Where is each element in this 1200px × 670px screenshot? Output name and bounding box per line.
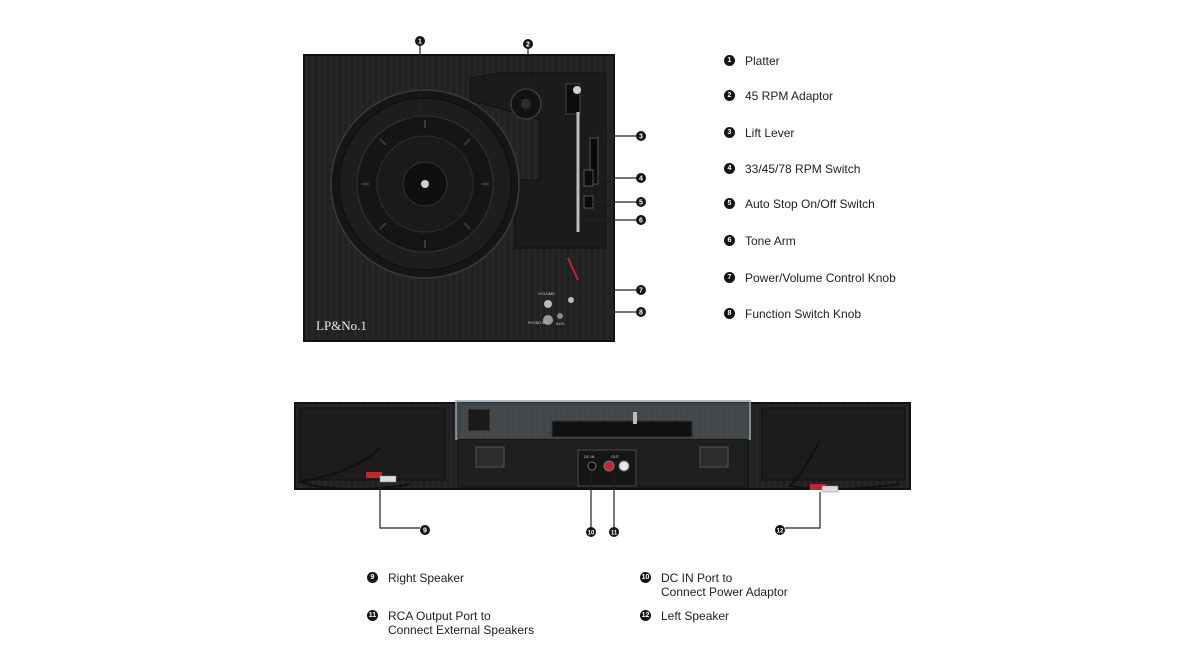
legend-item-45-rpm-adaptor: 2 45 RPM Adaptor: [724, 89, 833, 103]
dc-in-port: [587, 461, 597, 471]
legend-label: Platter: [745, 54, 780, 68]
dc-in-label: DC IN: [584, 455, 595, 459]
legend-item-auto-stop-switch: 5 Auto Stop On/Off Switch: [724, 197, 875, 211]
svg-text:3: 3: [639, 134, 643, 141]
platter: [330, 89, 520, 279]
tone-arm: [565, 83, 599, 281]
hinges: [475, 446, 729, 468]
svg-text:6: 6: [639, 218, 643, 225]
legend-badge: 8: [724, 308, 735, 319]
svg-text:7: 7: [639, 288, 643, 295]
legend-badge: 4: [724, 163, 735, 174]
legend-item-function-knob: 8 Function Switch Knob: [724, 307, 861, 321]
legend-label: 45 RPM Adaptor: [745, 89, 834, 103]
aux-label: AUX: [556, 321, 565, 326]
out-label: OUT: [611, 455, 620, 459]
right-speaker-grille: [761, 407, 906, 481]
legend-item-rca-output-port: 11 RCA Output Port to Connect External S…: [367, 609, 534, 637]
badge-6: 6: [636, 215, 646, 225]
control-knobs: VOLUME AUX PHONO BT: [528, 291, 574, 326]
port-panel: DC IN OUT: [577, 449, 637, 487]
badge-9: 9: [420, 525, 430, 535]
svg-text:4: 4: [639, 176, 643, 183]
svg-text:12: 12: [777, 529, 784, 535]
legend-label: Auto Stop On/Off Switch: [745, 197, 875, 211]
legend-badge: 5: [724, 198, 735, 209]
top-view: VOLUME AUX PHONO BT LP&No.1: [303, 54, 615, 342]
legend-label: Function Switch Knob: [745, 307, 862, 321]
legend-label: DC IN Port to Connect Power Adaptor: [661, 571, 788, 599]
rca-out-red: [603, 460, 615, 472]
phono-bt-label: PHONO BT: [528, 321, 548, 325]
legend-item-right-speaker: 9 Right Speaker: [367, 571, 464, 585]
badge-5: 5: [636, 197, 646, 207]
svg-text:5: 5: [639, 200, 643, 207]
legend-item-rpm-switch: 4 33/45/78 RPM Switch: [724, 162, 860, 176]
legend-label: 33/45/78 RPM Switch: [745, 162, 861, 176]
svg-text:11: 11: [611, 531, 618, 537]
svg-text:9: 9: [423, 528, 427, 535]
volume-label: VOLUME: [538, 291, 555, 296]
legend-item-lift-lever: 3 Lift Lever: [724, 126, 794, 140]
legend-label: Power/Volume Control Knob: [745, 271, 896, 285]
side-view: DC IN OUT: [294, 400, 911, 493]
svg-text:2: 2: [526, 42, 530, 49]
badge-10: 10: [586, 527, 596, 537]
legend-badge: 3: [724, 127, 735, 138]
legend-item-platter: 1 Platter: [724, 54, 780, 68]
svg-text:1: 1: [418, 39, 422, 46]
legend-item-power-volume-knob: 7 Power/Volume Control Knob: [724, 271, 896, 285]
badge-1: 1: [415, 36, 425, 46]
badge-8: 8: [636, 307, 646, 317]
legend-badge: 11: [367, 610, 378, 621]
legend-label: Lift Lever: [745, 126, 795, 140]
legend-badge: 1: [724, 55, 735, 66]
legend-label: Right Speaker: [388, 571, 465, 585]
rca-out-white: [618, 460, 630, 472]
legend-label: Left Speaker: [661, 609, 730, 623]
legend-badge: 2: [724, 90, 735, 101]
badge-12: 12: [775, 525, 785, 535]
rca-plugs: [366, 472, 839, 493]
badge-7: 7: [636, 285, 646, 295]
tonearm-plate: [469, 72, 607, 249]
brand-logo: LP&No.1: [316, 318, 367, 333]
legend-item-tone-arm: 6 Tone Arm: [724, 234, 796, 248]
svg-text:8: 8: [639, 310, 643, 317]
legend-item-left-speaker: 12 Left Speaker: [640, 609, 729, 623]
badge-4: 4: [636, 173, 646, 183]
badge-11: 11: [609, 527, 619, 537]
callout-badges: 1 2 3 4 5 6 7 8 9 10 11 12: [415, 36, 785, 537]
legend-item-dc-in-port: 10 DC IN Port to Connect Power Adaptor: [640, 571, 788, 599]
legend-badge: 9: [367, 572, 378, 583]
legend-label: RCA Output Port to Connect External Spea…: [388, 609, 535, 637]
legend-badge: 6: [724, 235, 735, 246]
legend-badge: 7: [724, 272, 735, 283]
legend-badge: 12: [640, 610, 651, 621]
badge-2: 2: [523, 39, 533, 49]
left-speaker-grille: [299, 407, 446, 481]
45-rpm-adaptor: [510, 88, 542, 120]
legend-badge: 10: [640, 572, 651, 583]
legend-label: Tone Arm: [745, 234, 796, 248]
svg-text:10: 10: [588, 531, 595, 537]
badge-3: 3: [636, 131, 646, 141]
leader-lines: [379, 45, 821, 529]
